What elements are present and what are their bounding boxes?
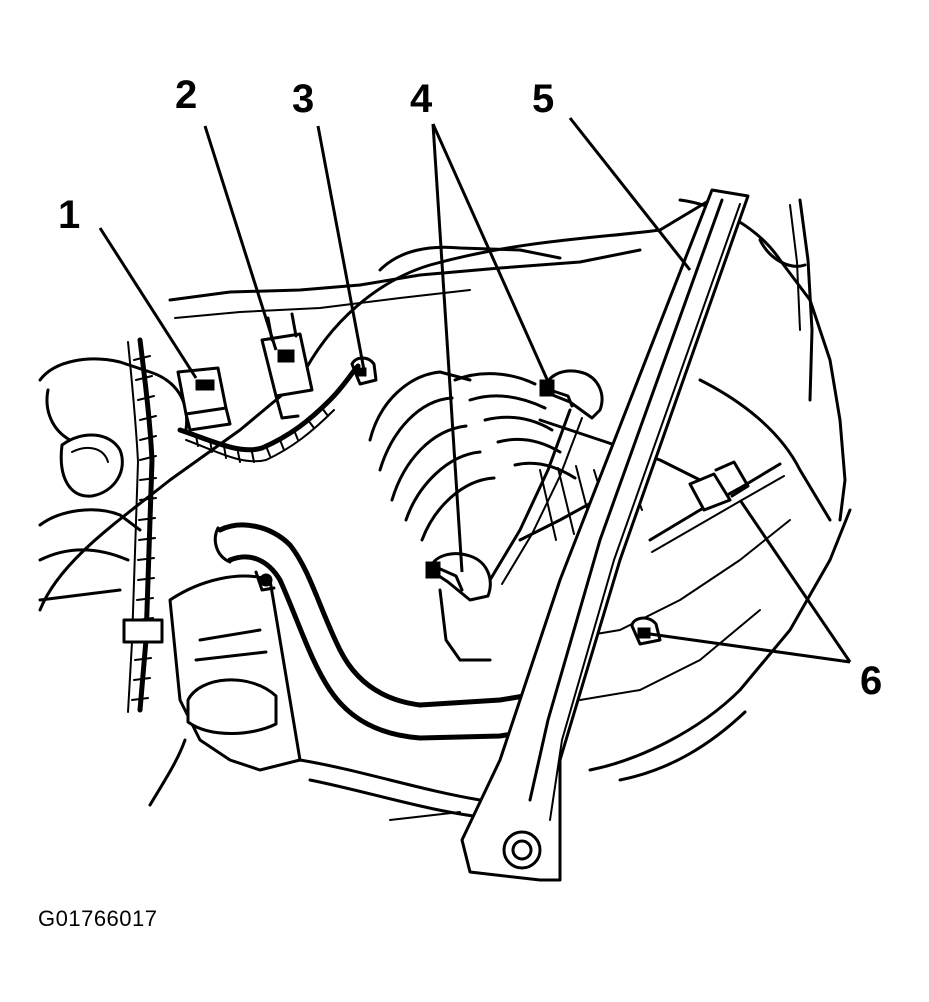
clamp-rod-inner bbox=[501, 417, 583, 585]
leader-lines bbox=[98, 117, 852, 664]
cable-assembly bbox=[630, 460, 785, 646]
callout-4: 4 bbox=[410, 77, 433, 121]
engine-background bbox=[38, 198, 852, 821]
callout-3: 3 bbox=[292, 77, 314, 121]
hose-clamp-lower bbox=[425, 552, 492, 662]
connector-2 bbox=[260, 312, 314, 420]
callout-1: 1 bbox=[58, 193, 80, 237]
wiring-harness bbox=[122, 337, 361, 713]
callout-6: 6 bbox=[860, 659, 882, 703]
callout-5: 5 bbox=[532, 77, 554, 121]
clamp-rod bbox=[488, 408, 572, 582]
coolant-pipe bbox=[213, 522, 563, 741]
figure-id: G01766017 bbox=[38, 906, 158, 931]
connector-1 bbox=[176, 366, 232, 432]
hose-clamp-upper bbox=[539, 369, 604, 420]
mounting-bracket bbox=[168, 570, 302, 772]
callout-2: 2 bbox=[175, 73, 197, 117]
strut-bar bbox=[460, 188, 750, 882]
